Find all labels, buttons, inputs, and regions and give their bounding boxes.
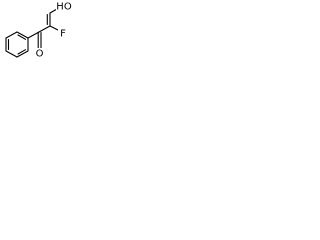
carbonyl-oxygen-atom: O [35,48,45,60]
fluorine-label: F [60,29,66,40]
beta-to-hydroxyl-bond [49,8,58,14]
ring-bond-3 [16,50,29,58]
ring-bond-1 [16,31,29,39]
hydroxyl-label: HO [56,2,72,13]
ring-to-carbonyl-bond [27,31,40,39]
fluorine-atom: F [58,28,67,40]
ring-double-bond-1 [17,34,27,40]
carbonyl-double-bond [37,31,42,50]
hydroxyl-group: HO [56,1,72,13]
ring-bond-4 [5,50,18,58]
ring-double-bond-2 [17,49,27,55]
ring-bond-6 [5,31,18,39]
chemical-structure-diagram: HO F O [5,1,72,60]
vinyl-double-bond [46,12,51,27]
benzene-ring [5,31,29,58]
carbonyl-oxygen-label: O [36,49,44,60]
carbonyl-to-alpha-bond [38,25,51,33]
